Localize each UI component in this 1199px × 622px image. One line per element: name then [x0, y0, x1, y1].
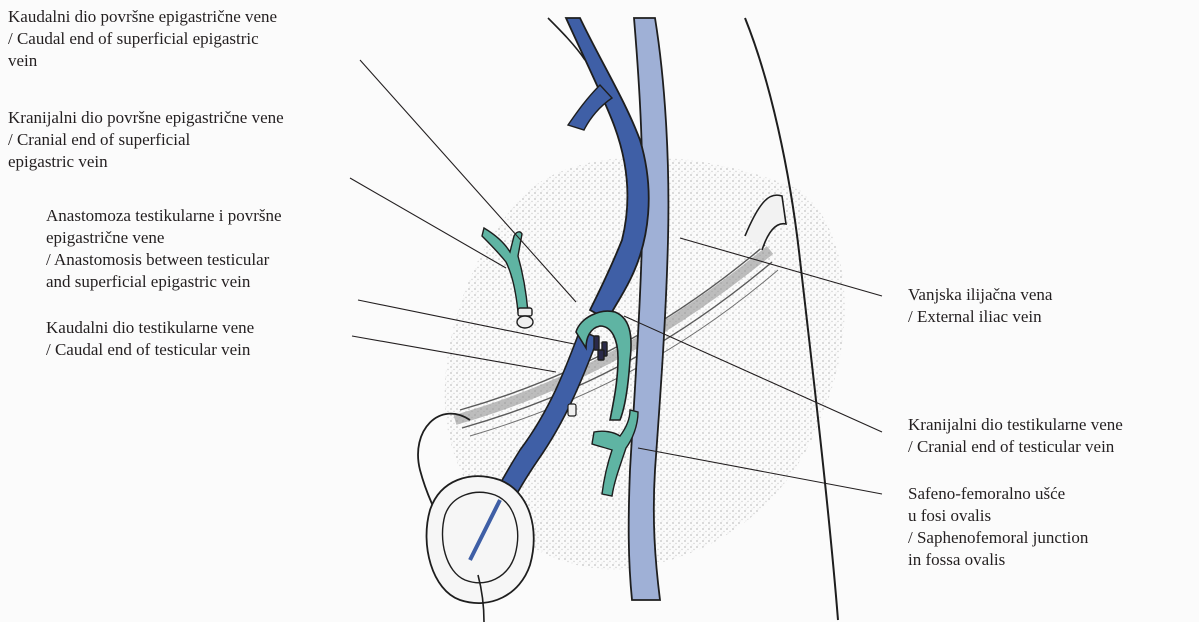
label-testicular-cranial: Kranijalni dio testikularne vene / Crani… [908, 414, 1123, 458]
label-saphenofemoral: Safeno-femoralno ušće u fosi ovalis / Sa… [908, 483, 1088, 571]
label-line: Kaudalni dio površne epigastrične vene [8, 6, 277, 28]
label-line: / Anastomosis between testicular [46, 249, 282, 271]
label-line: Kranijalni dio testikularne vene [908, 414, 1123, 436]
label-anastomosis: Anastomoza testikularne i površne epigas… [46, 205, 282, 293]
label-line: Vanjska ilijačna vena [908, 284, 1052, 306]
label-line: and superficial epigastric vein [46, 271, 282, 293]
label-line: epigastric vein [8, 151, 284, 173]
label-superficial-caudal: Kaudalni dio površne epigastrične vene /… [8, 6, 277, 72]
label-line: Kaudalni dio testikularne vene [46, 317, 254, 339]
label-line: Kranijalni dio površne epigastrične vene [8, 107, 284, 129]
label-line: / External iliac vein [908, 306, 1052, 328]
label-line: epigastrične vene [46, 227, 282, 249]
label-line: Anastomoza testikularne i površne [46, 205, 282, 227]
label-line: u fosi ovalis [908, 505, 1088, 527]
label-line: in fossa ovalis [908, 549, 1088, 571]
label-line: / Cranial end of superficial [8, 129, 284, 151]
lower-clip [568, 404, 576, 416]
label-superficial-cranial: Kranijalni dio površne epigastrične vene… [8, 107, 284, 173]
superficial-epigastric-clip [518, 308, 532, 316]
label-line: vein [8, 50, 277, 72]
testicular-vein-branch [568, 85, 612, 130]
label-external-iliac: Vanjska ilijačna vena / External iliac v… [908, 284, 1052, 328]
label-line: / Caudal end of testicular vein [46, 339, 254, 361]
label-line: / Saphenofemoral junction [908, 527, 1088, 549]
label-line: / Caudal end of superficial epigastric [8, 28, 277, 50]
label-testicular-caudal: Kaudalni dio testikularne vene / Caudal … [46, 317, 254, 361]
label-line: Safeno-femoralno ušće [908, 483, 1088, 505]
label-line: / Cranial end of testicular vein [908, 436, 1123, 458]
